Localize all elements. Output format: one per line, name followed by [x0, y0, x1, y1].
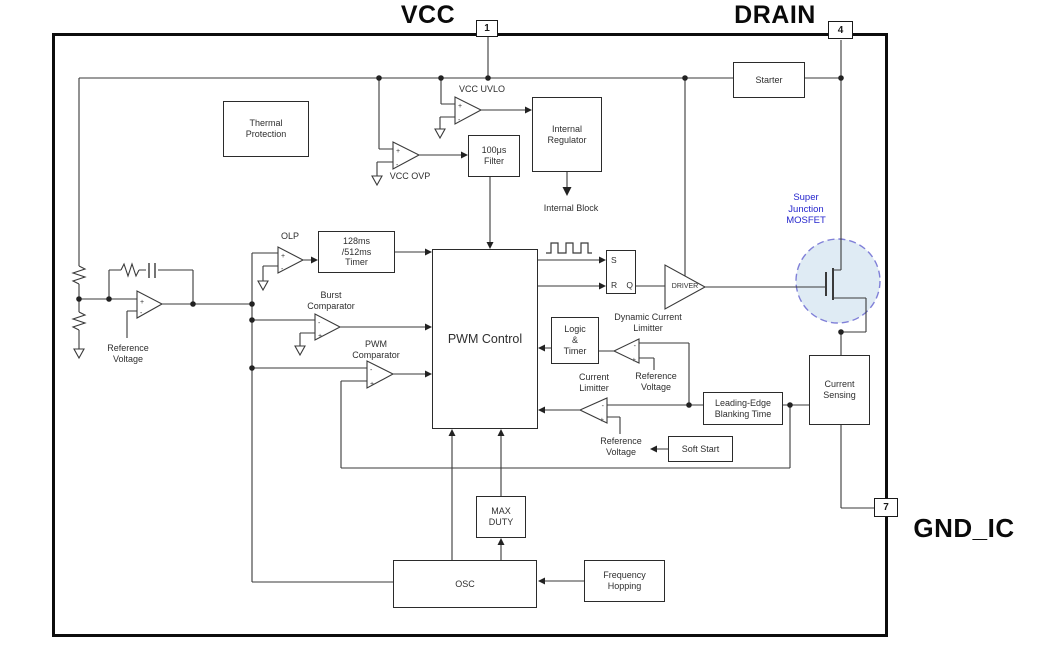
minus-mark: - [318, 320, 321, 327]
olp-comparator [277, 246, 305, 274]
flip-flop-s-input: S [611, 255, 617, 265]
ground-arrow [434, 128, 446, 140]
block-logic-timer: Logic & Timer [551, 317, 599, 364]
sr-flip-flop: S R Q [606, 250, 636, 294]
gnd-ic-pin-label: GND_IC [913, 513, 1015, 543]
signal-arrowheads [311, 106, 657, 585]
drain-pin-label: DRAIN [734, 1, 816, 29]
resistor-divider [71, 262, 156, 331]
minus-mark: - [396, 162, 399, 169]
block-starter: Starter [733, 62, 805, 98]
block-max-duty: MAX DUTY [476, 496, 526, 538]
dynamic-current-limitter-label: Dynamic Current Limitter [614, 312, 682, 333]
minus-mark: - [634, 343, 637, 350]
error-amplifier [136, 290, 164, 319]
plus-mark: + [632, 357, 636, 364]
resistor-symbol [71, 265, 87, 285]
plus-mark: + [370, 381, 374, 388]
driver-buffer [664, 264, 707, 310]
ground-arrow [371, 175, 383, 187]
vcc-uvlo-comparator [454, 96, 483, 125]
plus-mark: + [600, 417, 604, 424]
junction-dots [76, 75, 844, 408]
burst-comparator-symbol [314, 313, 342, 341]
burst-comparator-label: Burst Comparator [307, 290, 355, 311]
current-limitter-comparator [578, 397, 608, 424]
plus-mark: + [281, 253, 285, 260]
block-pwm-control: PWM Control [432, 249, 538, 429]
current-limitter-label: Current Limitter [578, 372, 609, 393]
internal-block-label: Internal Block [543, 203, 599, 213]
pwm-comparator-label: PWM Comparator [352, 339, 400, 360]
pin-1-box: 1 [476, 20, 498, 37]
block-thermal-protection: Thermal Protection [223, 101, 309, 157]
ground-arrow [73, 348, 85, 360]
ground-arrow [257, 280, 269, 292]
block-frequency-hopping: Frequency Hopping [584, 560, 665, 602]
minus-mark: - [140, 310, 143, 317]
dynamic-current-limitter-comparator [612, 338, 640, 364]
block-128ms-512ms-timer: 128ms /512ms Timer [318, 231, 395, 273]
block-internal-regulator: Internal Regulator [532, 97, 602, 172]
vcc-ovp-label: VCC OVP [389, 171, 431, 181]
ground-symbols [73, 128, 446, 360]
block-leading-edge-blanking: Leading-Edge Blanking Time [703, 392, 783, 425]
minus-mark: - [458, 117, 461, 124]
olp-label: OLP [280, 231, 299, 241]
flip-flop-q-output: Q [626, 280, 633, 290]
vcc-uvlo-label: VCC UVLO [458, 84, 505, 94]
vcc-pin-label: VCC [400, 1, 456, 29]
flip-flop-r-input: R [611, 280, 618, 290]
minus-mark: - [602, 403, 605, 410]
plus-mark: + [396, 148, 400, 155]
pulse-waveform-symbol [546, 242, 592, 254]
polarity-marks: + - + - + - + - - + - + - + - + [140, 103, 637, 424]
reference-voltage-label: Reference Voltage [107, 343, 149, 364]
mosfet-highlight-circle [795, 238, 881, 324]
feedback-capacitor-symbol [148, 263, 156, 278]
amplifier-symbols [136, 96, 707, 424]
mosfet-symbol [825, 268, 834, 300]
plus-mark: + [140, 299, 144, 306]
block-current-sensing: Current Sensing [809, 355, 870, 425]
reference-voltage-label: Reference Voltage [600, 436, 642, 457]
pwm-comparator-symbol [366, 360, 395, 389]
block-osc: OSC [393, 560, 537, 608]
pin-4-box: 4 [828, 21, 853, 39]
super-junction-mosfet-label: Super Junction MOSFET [786, 192, 826, 227]
ground-arrow [294, 345, 306, 357]
wires [78, 37, 874, 583]
minus-mark: - [281, 266, 284, 273]
plus-mark: + [458, 103, 462, 110]
driver-label: DRIVER [671, 283, 699, 290]
pin-7-box: 7 [874, 498, 898, 517]
reference-voltage-label: Reference Voltage [635, 371, 677, 392]
ic-outline [52, 33, 888, 637]
minus-mark: - [370, 367, 373, 374]
resistor-symbol [71, 311, 87, 331]
plus-mark: + [318, 333, 322, 340]
feedback-resistor-symbol [120, 262, 140, 278]
vcc-ovp-comparator [392, 141, 421, 170]
block-soft-start: Soft Start [668, 436, 733, 462]
block-100us-filter: 100μs Filter [468, 135, 520, 177]
